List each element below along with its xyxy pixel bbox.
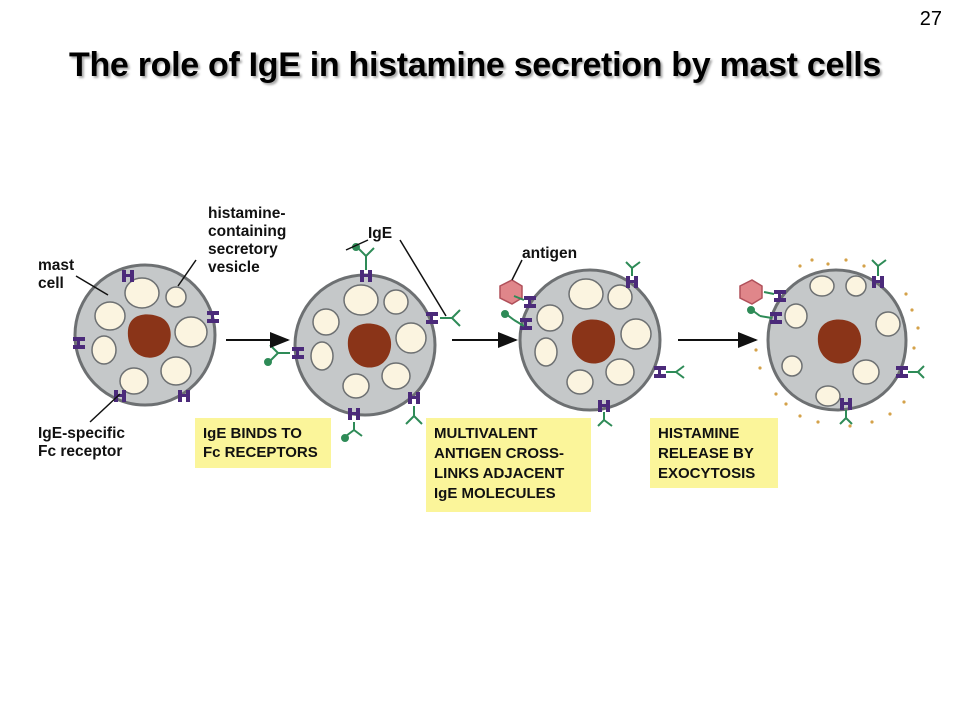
slide-title: The role of IgE in histamine secretion b… xyxy=(69,46,881,84)
vesicle-group xyxy=(534,278,652,395)
caption-text: HISTAMINE RELEASE BY EXOCYTOSIS xyxy=(658,425,758,482)
mast-cell-degranulating xyxy=(739,258,925,428)
open-vesicles xyxy=(781,275,901,407)
caption-line: RELEASE BY xyxy=(658,445,754,462)
label-line: vesicle xyxy=(208,259,260,276)
label-line: secretory xyxy=(208,241,278,258)
caption-line: IgE BINDS TO xyxy=(203,425,302,442)
label-line: Fc receptor xyxy=(38,443,122,460)
ige-antibodies xyxy=(747,259,925,425)
caption-line: HISTAMINE xyxy=(658,425,739,442)
fc-receptors xyxy=(520,276,666,412)
label-line: mast xyxy=(38,257,74,274)
label-receptor: IgE-specific Fc receptor xyxy=(38,425,129,460)
fc-receptors xyxy=(292,270,438,420)
nucleus xyxy=(817,319,862,364)
nucleus xyxy=(347,323,392,368)
caption-text: MULTIVALENT ANTIGEN CROSS- LINKS ADJACEN… xyxy=(434,425,568,502)
mast-cell-resting xyxy=(73,263,219,407)
mast-cell-cross-linked xyxy=(499,261,685,427)
label-line: containing xyxy=(208,223,286,240)
ige-antibodies xyxy=(501,261,685,427)
caption-line: LINKS ADJACENT xyxy=(434,465,564,482)
label-line: histamine- xyxy=(208,205,286,222)
caption-text: IgE BINDS TO Fc RECEPTORS xyxy=(203,425,318,461)
nucleus xyxy=(127,314,171,358)
label-ige: IgE xyxy=(368,225,392,242)
mast-cell-diagram: mast cell histamine- containing secretor… xyxy=(38,205,925,512)
caption-line: Fc RECEPTORS xyxy=(203,444,318,461)
mast-cell-ige-bound xyxy=(264,243,461,442)
label-vesicle: histamine- containing secretory vesicle xyxy=(208,205,291,276)
slide-number: 27 xyxy=(919,8,942,30)
caption-step-2: MULTIVALENT ANTIGEN CROSS- LINKS ADJACEN… xyxy=(426,418,591,512)
label-line: cell xyxy=(38,275,64,292)
caption-line: MULTIVALENT xyxy=(434,425,538,442)
antigen xyxy=(499,279,523,305)
label-mast-cell: mast cell xyxy=(38,257,79,292)
caption-line: IgE MOLECULES xyxy=(434,485,556,502)
fc-receptors xyxy=(73,270,219,402)
caption-line: EXOCYTOSIS xyxy=(658,465,755,482)
caption-step-3: HISTAMINE RELEASE BY EXOCYTOSIS xyxy=(650,418,778,488)
fc-receptors xyxy=(770,276,908,410)
released-histamine xyxy=(754,258,920,428)
vesicle-group xyxy=(310,284,427,399)
vesicle-group xyxy=(91,277,208,395)
label-antigen: antigen xyxy=(522,245,577,262)
caption-step-1: IgE BINDS TO Fc RECEPTORS xyxy=(195,418,331,468)
label-line: IgE-specific xyxy=(38,425,125,442)
leader-lines xyxy=(75,239,523,423)
antigen xyxy=(739,279,763,305)
caption-line: ANTIGEN CROSS- xyxy=(434,445,564,462)
nucleus xyxy=(571,319,616,364)
